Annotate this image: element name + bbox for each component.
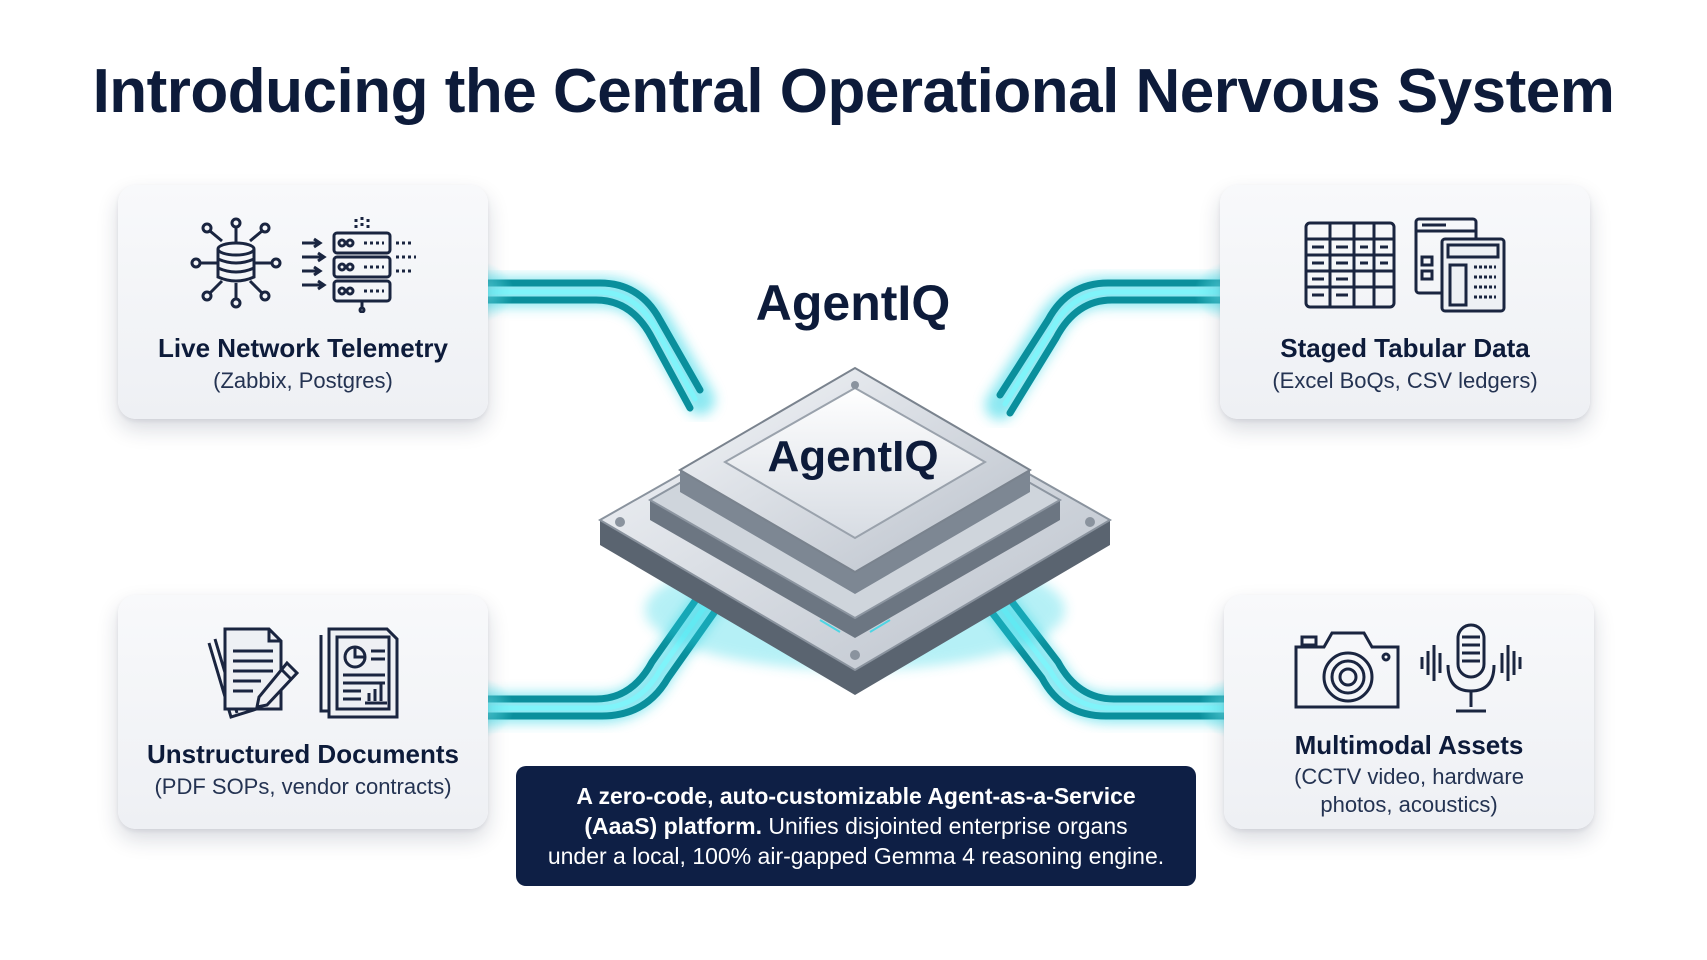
source-subtitle: (CCTV video, hardware photos, acoustics) [1224,763,1594,819]
source-title: Live Network Telemetry [158,333,448,363]
spreadsheet-icon [1302,213,1398,318]
description-line-3: under a local, 100% air-gapped Gemma 4 r… [547,843,1165,869]
description-bold-line-2: (AaaS) platform. [584,813,762,839]
source-subtitle: (Zabbix, Postgres) [213,368,393,393]
source-title: Staged Tabular Data [1280,333,1530,363]
microphone-icon [1416,621,1526,726]
wire-bottom-right [970,570,1239,723]
calculator-ledger-icon [1412,213,1508,318]
description-rest-line-2: Unifies disjointed enterprise organs [761,813,1128,839]
platform-description: A zero-code, auto-customizable Agent-as-… [516,766,1196,886]
chip-label: AgentIQ [767,432,939,481]
source-subtitle-line-1: (CCTV video, hardware [1294,764,1524,789]
source-subtitle: (PDF SOPs, vendor contracts) [154,774,452,799]
source-title: Unstructured Documents [146,739,460,769]
page-title: Introducing the Central Operational Nerv… [92,57,1615,126]
source-subtitle-line-2: photos, acoustics) [1320,792,1498,817]
source-title: Multimodal Assets [1294,730,1524,760]
source-subtitle: (Excel BoQs, CSV ledgers) [1272,368,1538,393]
source-card-staged-tabular-data: Staged Tabular Data (Excel BoQs, CSV led… [1220,185,1590,419]
description-bold-line-1: A zero-code, auto-customizable Agent-as-… [576,783,1136,809]
wire-bottom-left [473,570,735,723]
wire-top-right [985,277,1235,420]
report-chart-icon [315,621,405,726]
camera-icon [1292,621,1402,726]
hub-label: AgentIQ [755,275,951,331]
database-network-icon [186,213,286,318]
source-card-unstructured-documents: Unstructured Documents (PDF SOPs, vendor… [118,595,488,829]
wire-top-left [473,277,715,415]
source-card-live-network-telemetry: Live Network Telemetry (Zabbix, Postgres… [118,185,488,419]
document-stack-icon [201,621,301,726]
source-card-multimodal-assets: Multimodal Assets (CCTV video, hardware … [1224,595,1594,829]
server-rack-icon [300,213,420,318]
agentiq-chip [598,366,1112,695]
